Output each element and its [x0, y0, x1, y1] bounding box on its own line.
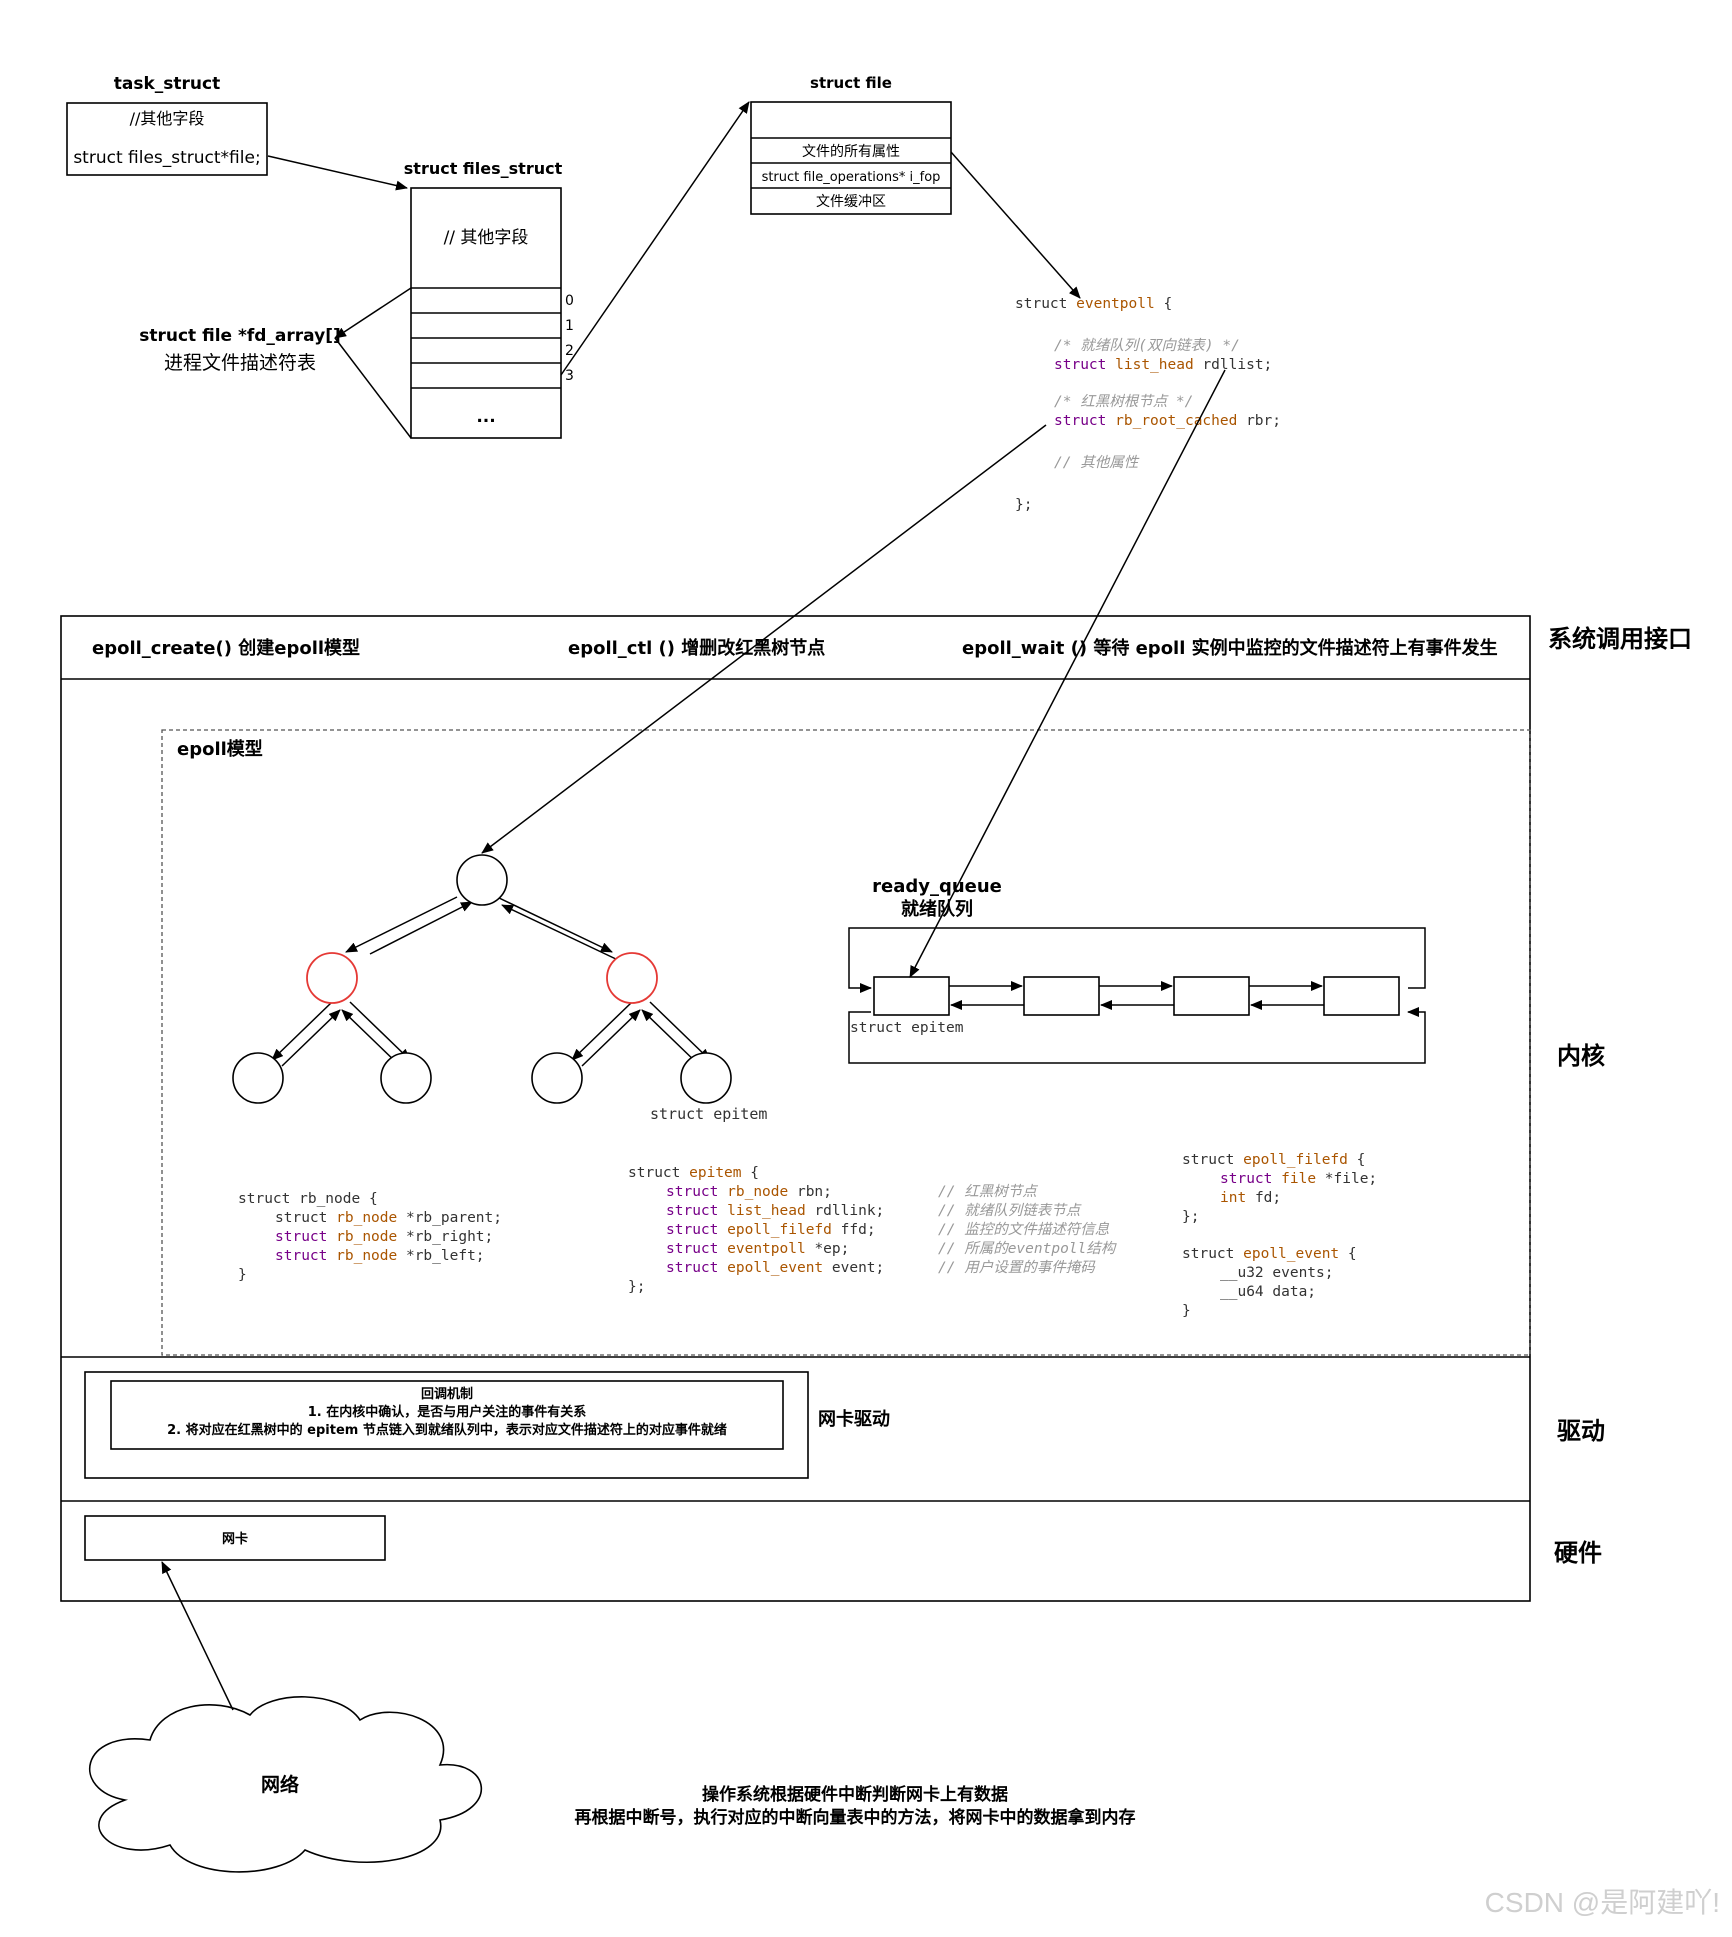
- interrupt-note-line1: 操作系统根据硬件中断判断网卡上有数据: [702, 1784, 1008, 1805]
- nic-box: 网卡: [84, 1515, 386, 1561]
- files-struct-title: struct files_struct: [404, 159, 563, 178]
- layer-label-driver: 驱动: [1557, 1417, 1605, 1445]
- ready-queue-title: ready_queue: [872, 876, 1002, 897]
- svg-text:struct file *file;: struct file *file;: [1220, 1171, 1377, 1187]
- callback-line1: 1. 在内核中确认，是否与用户关注的事件有关系: [308, 1404, 587, 1420]
- task-struct: task_struct //其他字段 struct files_struct*f…: [66, 74, 268, 176]
- ready-queue: ready_queue 就绪队列 struct epitem: [848, 876, 1426, 1064]
- rb-tree: struct epitem: [232, 854, 767, 1123]
- interrupt-note: 操作系统根据硬件中断判断网卡上有数据 再根据中断号，执行对应的中断向量表中的方法…: [575, 1784, 1136, 1828]
- svg-text:struct rb_node *rb_right;: struct rb_node *rb_right;: [275, 1229, 493, 1245]
- connector-arrows: [161, 101, 1226, 1711]
- struct-file: struct file 文件的所有属性 struct file_operatio…: [750, 74, 952, 215]
- epoll-model-title: epoll模型: [177, 738, 263, 760]
- epoll-event-code: struct epoll_event { __u32 events; __u64…: [1182, 1246, 1357, 1319]
- ready-queue-node: [1323, 976, 1400, 1016]
- interrupt-note-line2: 再根据中断号，执行对应的中断向量表中的方法，将网卡中的数据拿到内存: [575, 1807, 1136, 1828]
- layer-label-kernel: 内核: [1557, 1042, 1605, 1070]
- struct-file-row-attrs: 文件的所有属性: [802, 144, 900, 160]
- svg-text:};: };: [1182, 1209, 1199, 1225]
- callback-box: 回调机制 1. 在内核中确认，是否与用户关注的事件有关系 2. 将对应在红黑树中…: [84, 1371, 809, 1479]
- svg-text:struct eventpoll *ep;: struct eventpoll *ep;: [666, 1241, 849, 1257]
- svg-text:struct list_head rdllist;: struct list_head rdllist;: [1054, 357, 1272, 373]
- fd-array-label: struct file *fd_array[] 进程文件描述符表: [139, 326, 341, 374]
- fd-index-2: 2: [565, 343, 574, 359]
- svg-text:struct epoll_filefd {: struct epoll_filefd {: [1182, 1152, 1365, 1168]
- struct-file-row-fops: struct file_operations* i_fop: [762, 170, 941, 185]
- rb-node-code: struct rb_node { struct rb_node *rb_pare…: [238, 1191, 502, 1283]
- epitem-code: struct epitem { struct rb_node rbn; stru…: [628, 1165, 1118, 1295]
- files-struct: struct files_struct // 其他字段 0 1 2 3 ...: [404, 159, 574, 439]
- svg-text:// 所属的eventpoll结构: // 所属的eventpoll结构: [938, 1240, 1118, 1257]
- svg-text:// 用户设置的事件掩码: // 用户设置的事件掩码: [938, 1259, 1096, 1276]
- svg-text:};: };: [628, 1279, 645, 1295]
- svg-text:// 监控的文件描述符信息: // 监控的文件描述符信息: [938, 1221, 1110, 1238]
- files-struct-body: // 其他字段: [444, 228, 529, 248]
- svg-text:// 就绪队列链表节点: // 就绪队列链表节点: [938, 1202, 1082, 1219]
- rb-red-node-left: [306, 952, 358, 1004]
- svg-text:// 红黑树节点: // 红黑树节点: [938, 1183, 1038, 1200]
- ready-queue-node: [1023, 976, 1100, 1016]
- eventpoll-comment-other: // 其他属性: [1054, 454, 1140, 471]
- svg-text:struct epoll_filefd ffd;: struct epoll_filefd ffd;: [666, 1222, 876, 1238]
- fd-index-1: 1: [565, 318, 574, 334]
- watermark: CSDN @是阿建吖!: [1485, 1887, 1720, 1918]
- svg-text:struct list_head rdllink;: struct list_head rdllink;: [666, 1203, 884, 1219]
- ready-queue-node: [1173, 976, 1250, 1016]
- svg-text:struct eventpoll {: struct eventpoll {: [1015, 296, 1172, 312]
- svg-text:struct rb_root_cached rbr;: struct rb_root_cached rbr;: [1054, 413, 1281, 429]
- layer-label-syscall: 系统调用接口: [1548, 625, 1692, 653]
- syscall-epoll-wait: epoll_wait () 等待 epoll 实例中监控的文件描述符上有事件发生: [962, 637, 1498, 659]
- fd-array-line2: 进程文件描述符表: [164, 352, 316, 374]
- ready-queue-subtitle: 就绪队列: [901, 898, 973, 920]
- epoll-filefd-code: struct epoll_filefd { struct file *file;…: [1182, 1152, 1377, 1225]
- eventpoll-end: };: [1015, 497, 1032, 513]
- struct-file-title: struct file: [810, 74, 892, 92]
- fd-index-0: 0: [565, 293, 574, 309]
- rb-leaf-node: [531, 1052, 583, 1104]
- nic-label: 网卡: [222, 1531, 248, 1547]
- rb-red-node-right: [606, 952, 658, 1004]
- syscall-epoll-ctl: epoll_ctl () 增删改红黑树节点: [568, 637, 825, 659]
- svg-text:__u64 data;: __u64 data;: [1220, 1284, 1316, 1300]
- layer-label-hardware: 硬件: [1554, 1539, 1602, 1567]
- svg-text:struct rb_node {: struct rb_node {: [238, 1191, 378, 1207]
- task-struct-line2: struct files_struct*file;: [73, 148, 260, 168]
- svg-text:struct rb_node rbn;: struct rb_node rbn;: [666, 1184, 832, 1200]
- nic-driver-label: 网卡驱动: [818, 1408, 890, 1430]
- callback-title: 回调机制: [421, 1386, 473, 1402]
- svg-text:__u32 events;: __u32 events;: [1220, 1265, 1334, 1281]
- rb-tree-caption: struct epitem: [650, 1105, 767, 1123]
- rb-leaf-node: [380, 1052, 432, 1104]
- fd-index-3: 3: [565, 368, 574, 384]
- svg-text:struct epitem {: struct epitem {: [628, 1165, 759, 1181]
- svg-text:int fd;: int fd;: [1220, 1190, 1281, 1206]
- eventpoll-comment-ready: /* 就绪队列(双向链表) */: [1054, 337, 1240, 354]
- struct-file-row-buffer: 文件缓冲区: [816, 194, 886, 210]
- svg-text:struct epoll_event event;: struct epoll_event event;: [666, 1260, 884, 1276]
- svg-text:}: }: [1182, 1303, 1191, 1319]
- task-struct-line1: //其他字段: [130, 109, 205, 128]
- rb-leaf-node: [680, 1052, 732, 1104]
- task-struct-title: task_struct: [114, 74, 220, 94]
- network-label: 网络: [261, 1773, 299, 1796]
- ready-queue-node-caption: struct epitem: [850, 1020, 964, 1036]
- svg-text:struct rb_node *rb_parent;: struct rb_node *rb_parent;: [275, 1210, 502, 1226]
- fd-array-line1: struct file *fd_array[]: [139, 326, 341, 346]
- files-struct-ellipsis: ...: [476, 407, 495, 427]
- svg-text:}: }: [238, 1267, 247, 1283]
- rb-root-node: [456, 854, 508, 906]
- eventpoll-code: struct eventpoll { /* 就绪队列(双向链表) */ stru…: [1015, 296, 1281, 513]
- epoll-model: epoll模型: [161, 729, 1531, 1356]
- callback-line2: 2. 将对应在红黑树中的 epitem 节点链入到就绪队列中，表示对应文件描述符…: [167, 1422, 727, 1438]
- svg-text:struct rb_node *rb_left;: struct rb_node *rb_left;: [275, 1248, 485, 1264]
- svg-text:struct epoll_event {: struct epoll_event {: [1182, 1246, 1357, 1262]
- network-cloud: 网络: [88, 1696, 483, 1873]
- syscall-epoll-create: epoll_create() 创建epoll模型: [92, 637, 360, 659]
- ready-queue-node: [873, 976, 950, 1016]
- rb-leaf-node: [232, 1052, 284, 1104]
- eventpoll-comment-rbroot: /* 红黑树根节点 */: [1054, 393, 1193, 410]
